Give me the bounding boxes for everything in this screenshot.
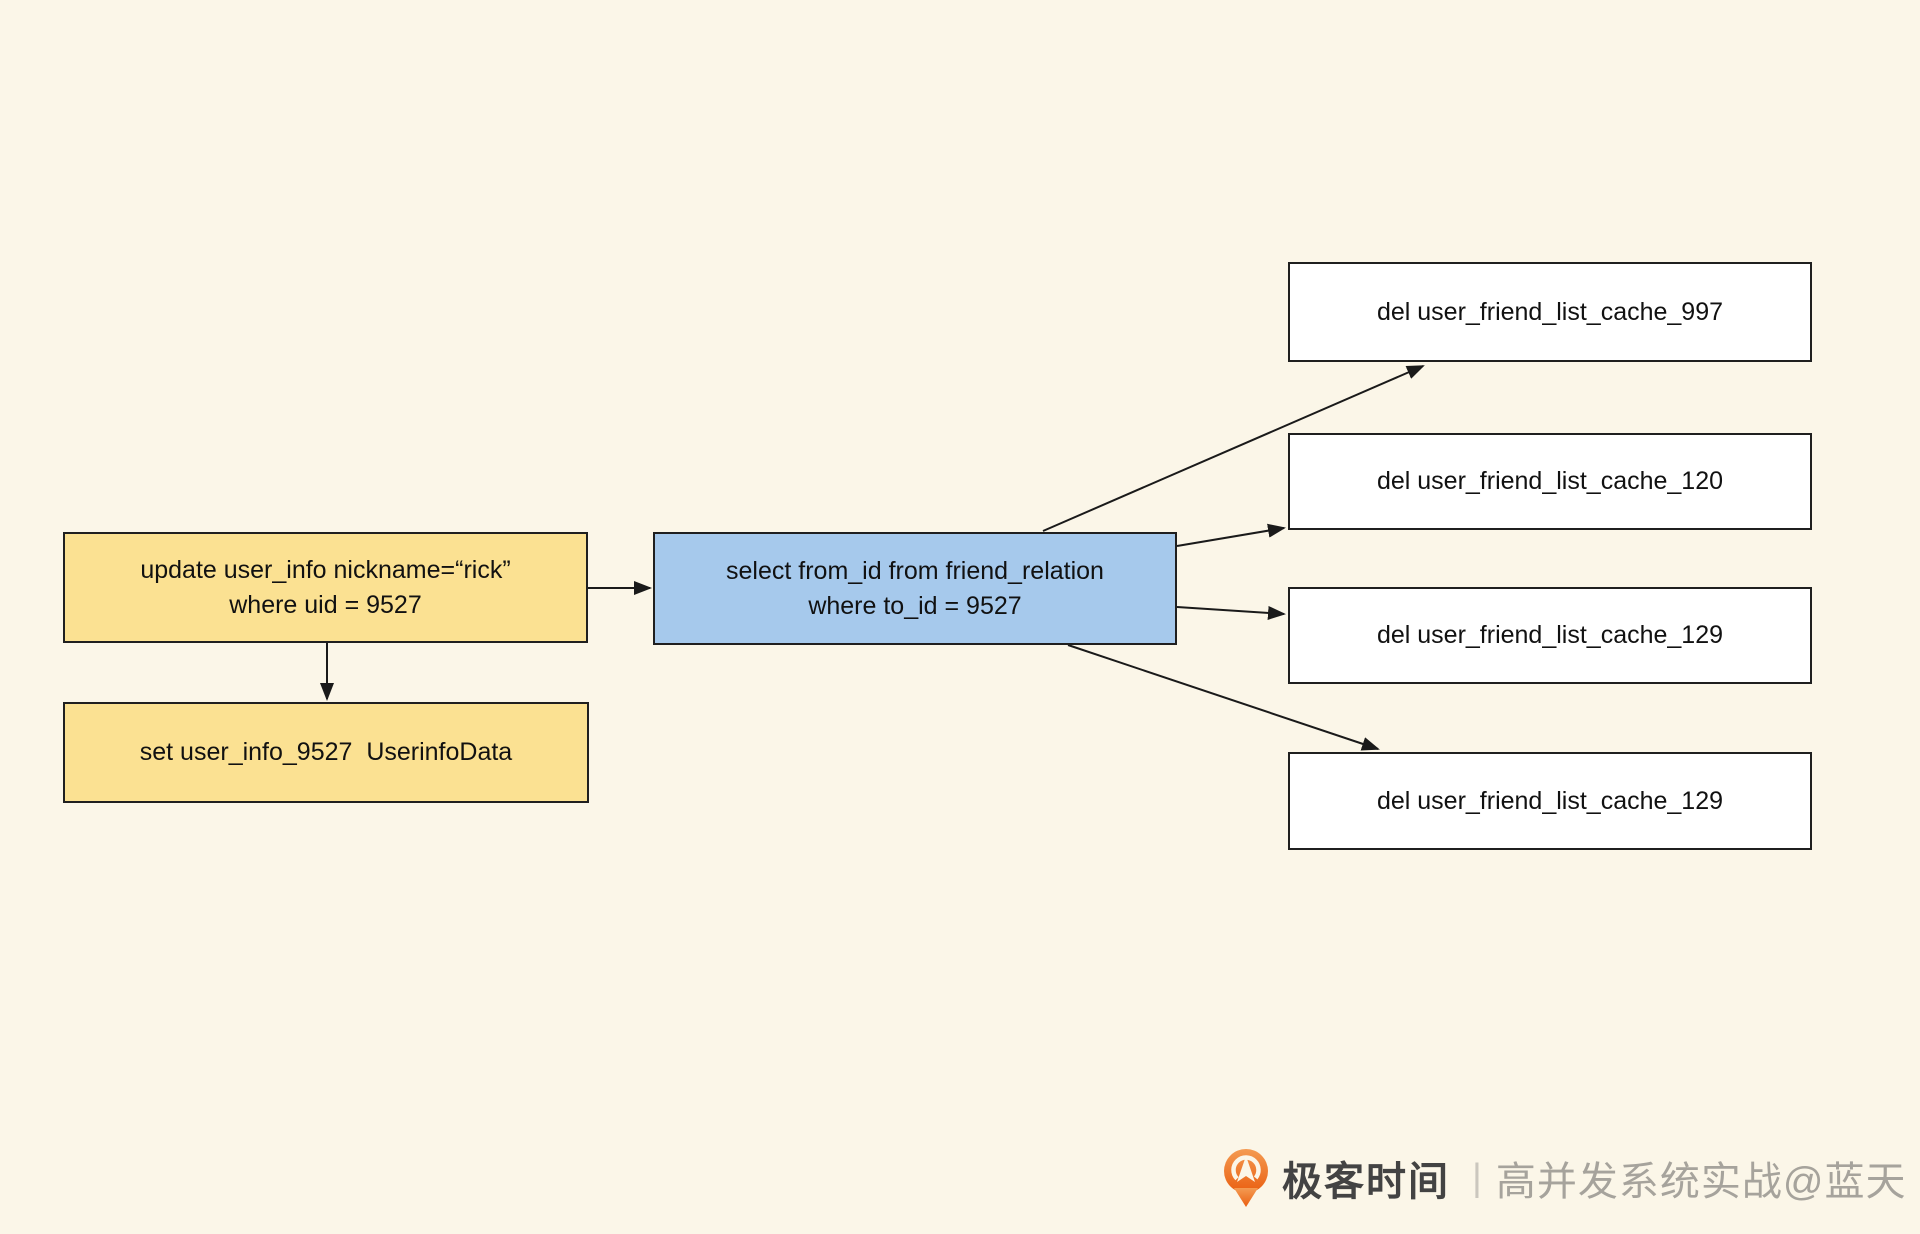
node-update-user-info-label: update user_info nickname=“rick” where u… — [140, 556, 511, 619]
node-set-user-info-cache-label: set user_info_9527 UserinfoData — [139, 738, 513, 767]
node-del-cache-120: del user_friend_list_cache_120 — [1288, 433, 1812, 530]
node-del-cache-997-label: del user_friend_list_cache_997 — [1376, 297, 1724, 326]
footer-watermark: 极客时间 | 高并发系统实战@蓝天 — [1222, 1146, 1906, 1210]
node-del-cache-997: del user_friend_list_cache_997 — [1288, 262, 1812, 362]
node-select-friend-relation: select from_id from friend_relation wher… — [653, 532, 1177, 645]
node-del-cache-129-b: del user_friend_list_cache_129 — [1288, 752, 1812, 850]
node-del-cache-129-a-label: del user_friend_list_cache_129 — [1376, 621, 1724, 650]
brand-name: 极客时间 — [1282, 1160, 1450, 1204]
footer-divider: | — [1472, 1156, 1482, 1199]
node-del-cache-120-label: del user_friend_list_cache_120 — [1376, 467, 1724, 496]
node-update-user-info: update user_info nickname=“rick” where u… — [63, 532, 588, 643]
watermark-text: 高并发系统实战@蓝天 — [1495, 1160, 1907, 1204]
arrow-select-to-cache120 — [1176, 523, 1286, 547]
node-del-cache-129-b-label: del user_friend_list_cache_129 — [1376, 786, 1724, 815]
geektime-pin-icon — [1224, 1149, 1268, 1207]
node-set-user-info-cache: set user_info_9527 UserinfoData — [63, 702, 589, 803]
arrow-select-to-cache129a — [1176, 605, 1286, 620]
node-select-friend-relation-label: select from_id from friend_relation wher… — [726, 557, 1104, 620]
node-del-cache-129-a: del user_friend_list_cache_129 — [1288, 587, 1812, 684]
